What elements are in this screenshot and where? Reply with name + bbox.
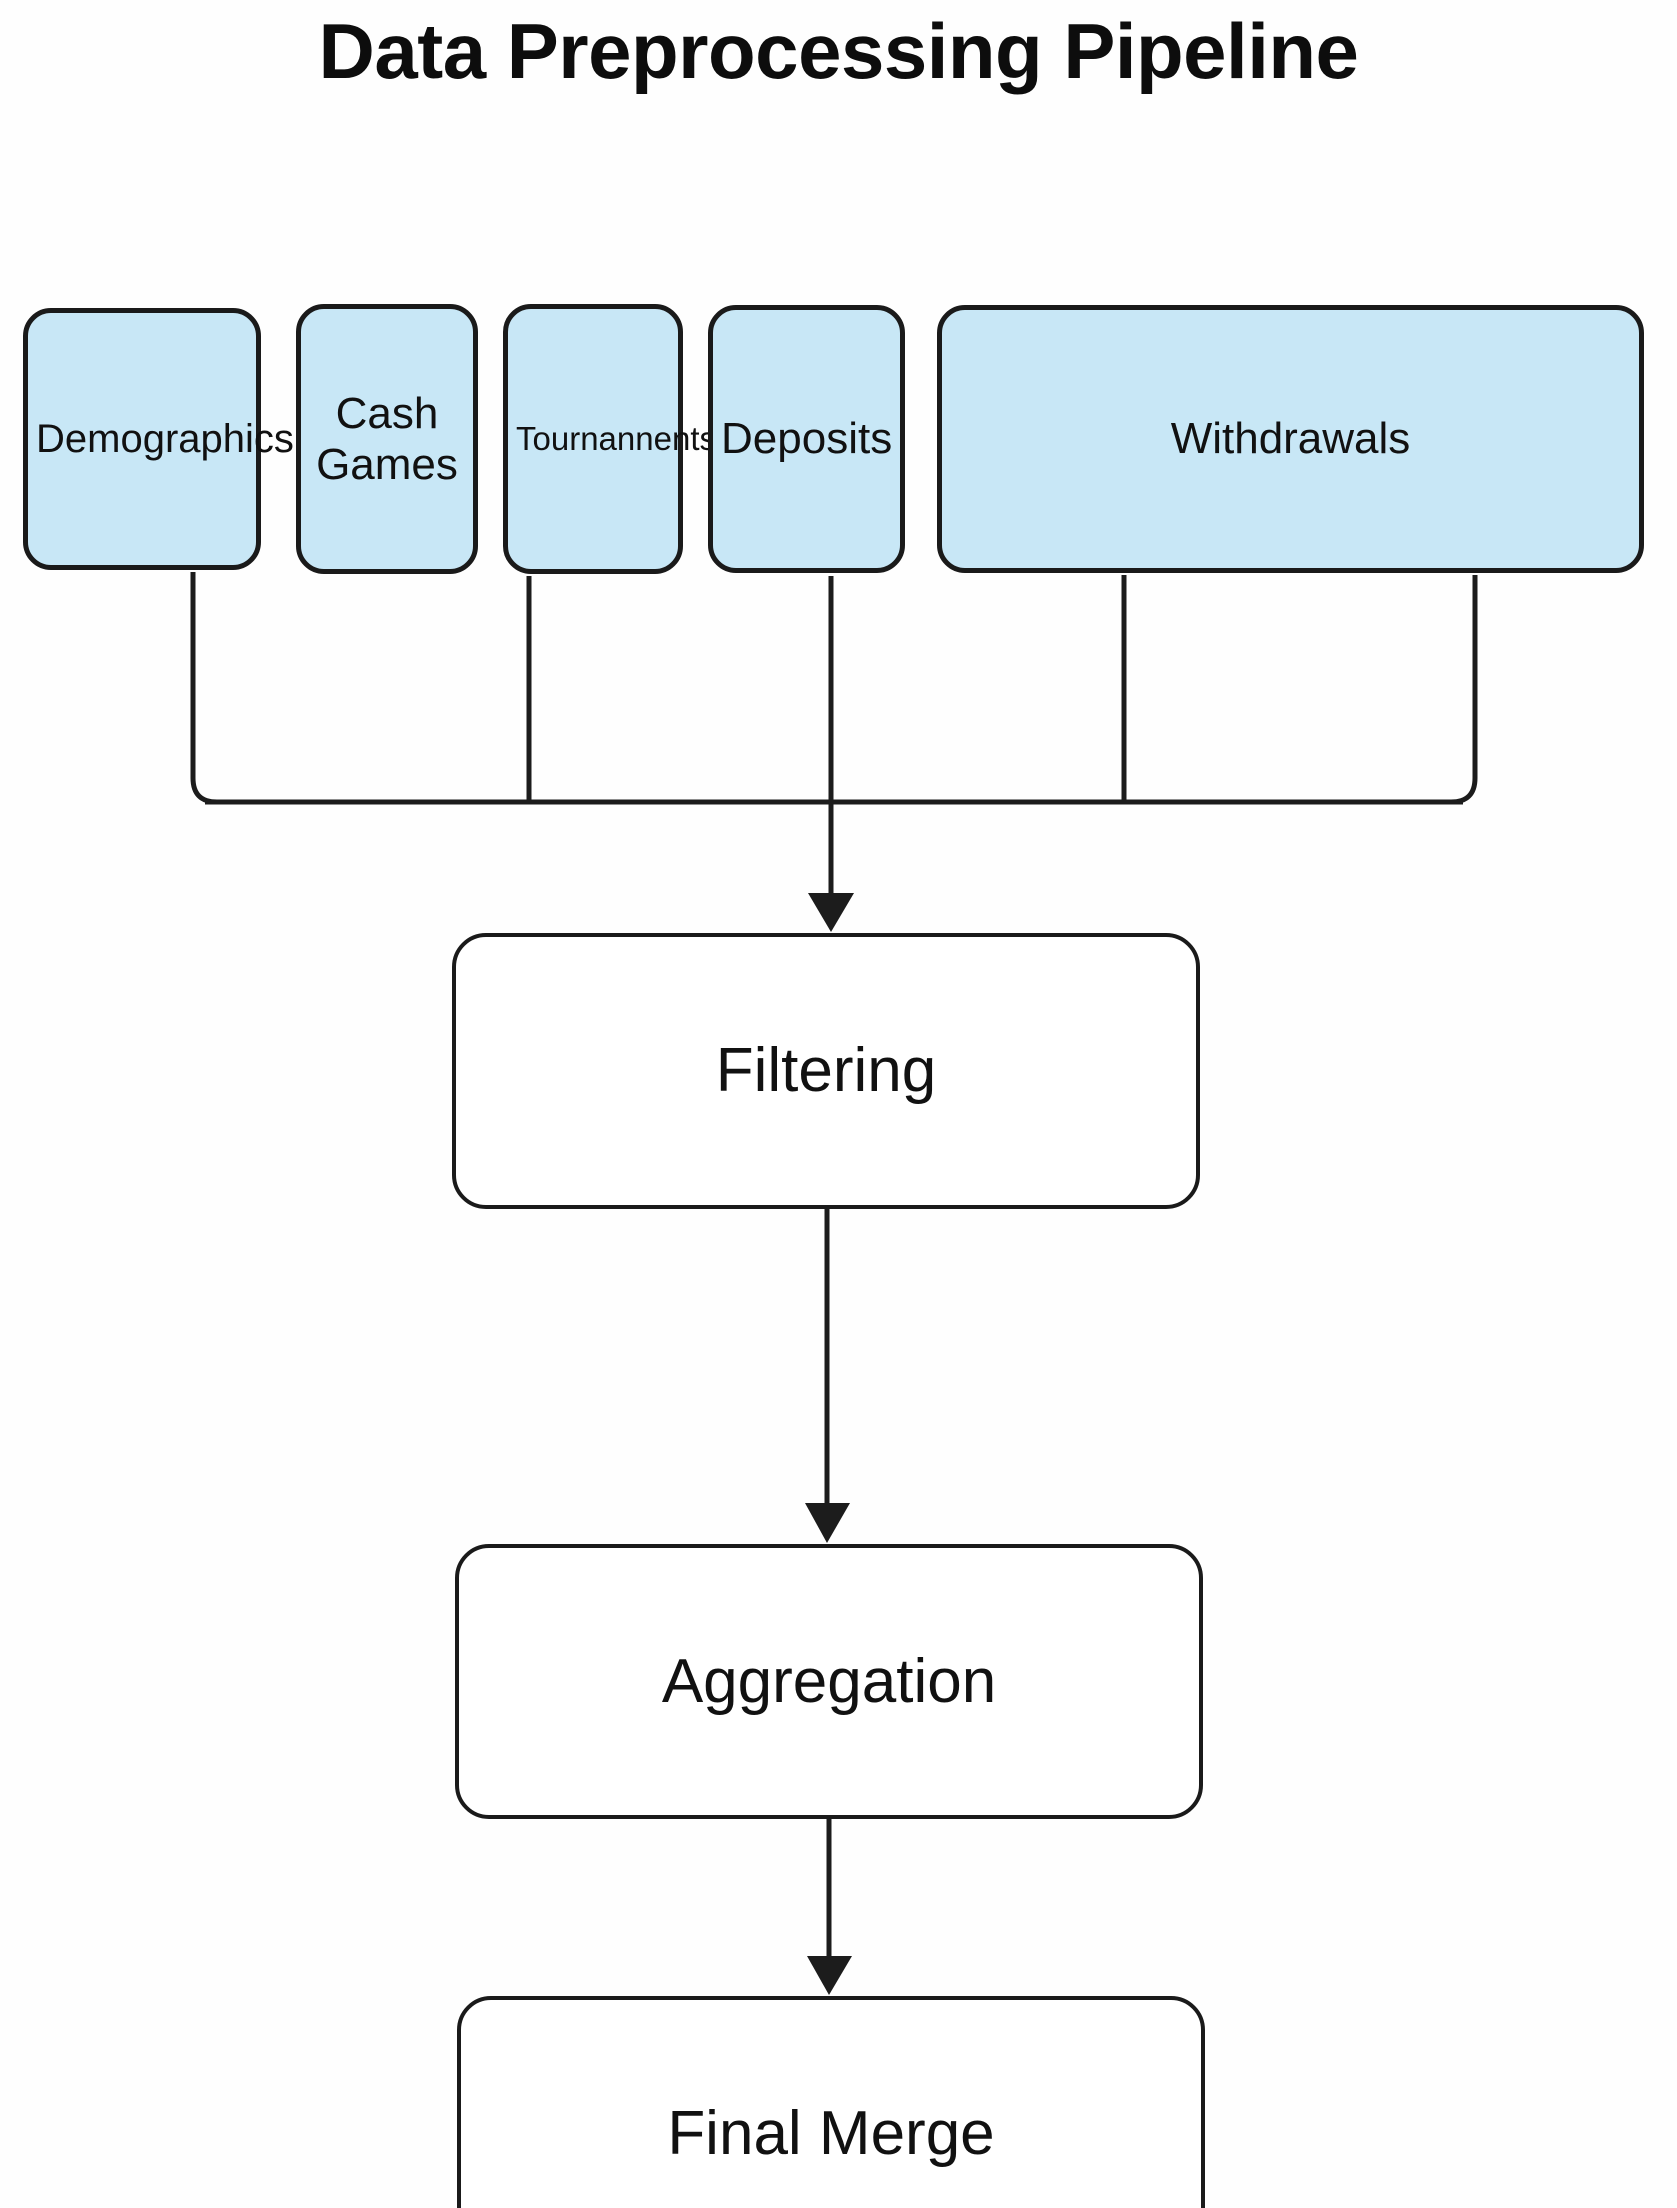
node-cash-games[interactable]: Cash Games bbox=[296, 304, 478, 574]
node-aggregation-label: Aggregation bbox=[661, 1646, 997, 1716]
node-demographics-label: Demographics bbox=[36, 416, 294, 461]
node-tournaments-label: Tournannents bbox=[516, 419, 716, 457]
arrowhead-to-aggregation bbox=[805, 1503, 850, 1543]
node-final-merge[interactable]: Final Merge bbox=[457, 1996, 1205, 2208]
node-withdrawals[interactable]: Withdrawals bbox=[937, 305, 1644, 573]
node-aggregation[interactable]: Aggregation bbox=[455, 1544, 1203, 1819]
node-deposits-label: Deposits bbox=[721, 414, 893, 464]
edge-demographics-to-bus bbox=[190, 572, 560, 805]
node-deposits[interactable]: Deposits bbox=[708, 305, 905, 573]
arrowhead-to-filtering bbox=[808, 893, 854, 932]
page-title: Data Preprocessing Pipeline bbox=[318, 7, 1359, 95]
node-withdrawals-label: Withdrawals bbox=[1170, 414, 1411, 464]
node-filtering[interactable]: Filtering bbox=[452, 933, 1200, 1209]
arrowhead-to-final-merge bbox=[807, 1956, 852, 1995]
node-demographics[interactable]: Demographics bbox=[23, 308, 294, 570]
node-final-merge-label: Final Merge bbox=[667, 2098, 995, 2168]
edge-withdrawals-to-bus bbox=[1100, 575, 1478, 805]
node-tournaments[interactable]: Tournannents bbox=[503, 304, 716, 574]
node-filtering-label: Filtering bbox=[715, 1036, 937, 1106]
node-cash-games-label: Cash Games bbox=[316, 388, 458, 489]
